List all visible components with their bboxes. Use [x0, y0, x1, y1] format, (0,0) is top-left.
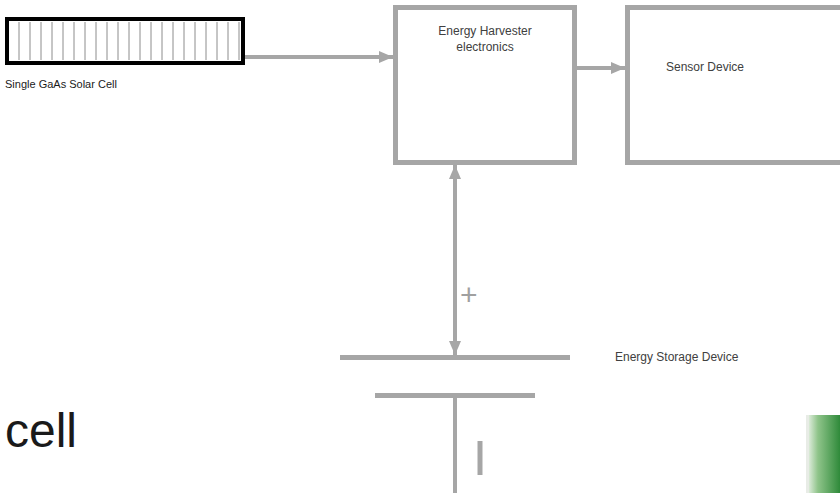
- cell-finger: [96, 22, 97, 60]
- cell-finger: [41, 22, 42, 60]
- battery-lead: [453, 398, 457, 493]
- battery-plate-negative: [375, 393, 535, 398]
- minus-mark: [478, 441, 483, 475]
- cell-finger: [19, 22, 20, 60]
- cell-finger: [184, 22, 185, 60]
- cell-finger: [129, 22, 130, 60]
- process-box: Energy Harvester electronics: [393, 5, 577, 165]
- node-caption: Energy Storage Device: [615, 350, 738, 366]
- cell-finger: [162, 22, 163, 60]
- solar-cell-graphic: [5, 17, 245, 65]
- connector-arrow: [453, 165, 457, 355]
- cell-finger: [228, 22, 229, 60]
- battery-symbol: Energy Storage Device: [335, 355, 805, 493]
- cell-finger: [85, 22, 86, 60]
- cell-finger: [63, 22, 64, 60]
- cell-finger: [118, 22, 119, 60]
- node-caption: Single GaAs Solar Cell: [5, 77, 245, 91]
- box-label: Sensor Device: [638, 60, 772, 76]
- cell-finger: [195, 22, 196, 60]
- cell-finger: [52, 22, 53, 60]
- slide-text: cell: [5, 403, 77, 458]
- battery-graphic: [335, 355, 805, 493]
- cell-finger: [74, 22, 75, 60]
- battery-plate-positive: [340, 355, 570, 360]
- cell-finger: [151, 22, 152, 60]
- cell-finger: [206, 22, 207, 60]
- photo-fragment: [806, 415, 840, 493]
- cell-frame: [7, 19, 243, 63]
- connector-arrow: [577, 66, 625, 70]
- cell-finger: [173, 22, 174, 60]
- cell-finger: [239, 22, 240, 60]
- process-box: Sensor Device: [625, 5, 840, 165]
- cell-finger: [217, 22, 218, 60]
- connector-arrow: [245, 55, 393, 59]
- cell-finger: [107, 22, 108, 60]
- photo-edge: [806, 415, 809, 493]
- cell-finger: [140, 22, 141, 60]
- cell-finger: [30, 22, 31, 60]
- box-label: Energy Harvester electronics: [428, 24, 542, 55]
- polarity-sign: +: [460, 278, 478, 312]
- solar-cell: Single GaAs Solar Cell: [5, 17, 245, 101]
